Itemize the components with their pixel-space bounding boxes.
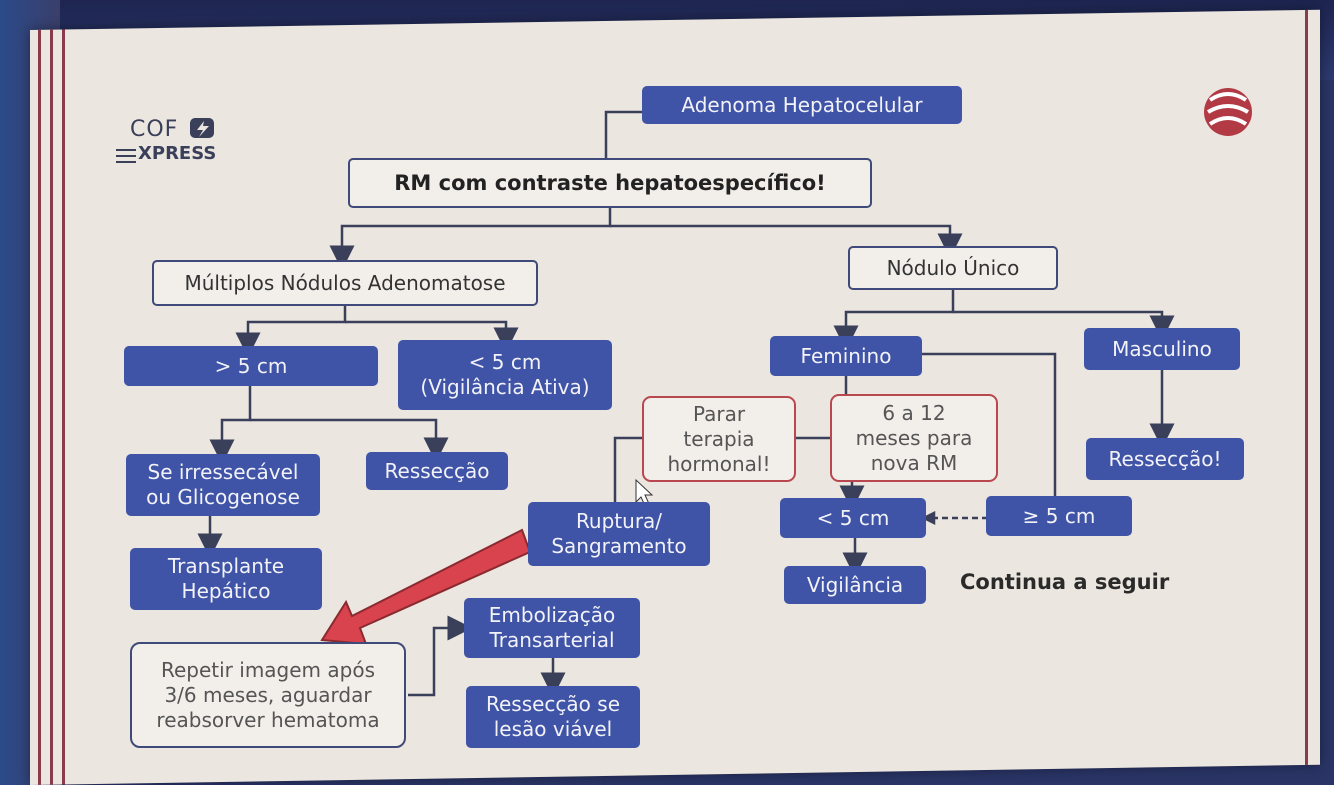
node-resseccao-right-label: Ressecção! — [1108, 446, 1222, 471]
node-vigilancia: Vigilância — [784, 566, 926, 604]
node-repetir-label: Repetir imagem após — [160, 657, 376, 682]
node-unico-label: Nódulo Único — [886, 255, 1020, 280]
node-feminino: Feminino — [770, 336, 922, 376]
lightning-icon — [190, 118, 214, 138]
node-ge5-label: ≥ 5 cm — [1022, 503, 1096, 528]
node-sangramento-label: Sangramento — [551, 534, 687, 558]
node-gt5: > 5 cm — [124, 346, 378, 386]
node-meses-para-label: meses para — [855, 425, 973, 450]
node-lt5-fem: < 5 cm — [780, 498, 926, 538]
node-ruptura-label: Ruptura/ — [575, 509, 663, 533]
node-transarterial-label: Transarterial — [489, 628, 615, 652]
node-gt5-label: > 5 cm — [214, 353, 288, 378]
node-vigilancia-label: Vigilância — [806, 572, 904, 597]
node-vigilancia-ativa-label: (Vigilância Ativa) — [420, 375, 590, 399]
node-irressecavel-label: Se irressecável — [147, 460, 299, 484]
node-meses: 6 a 12 meses para nova RM — [830, 394, 998, 482]
node-rm-label: RM com contraste hepatoespecífico! — [394, 170, 826, 195]
node-lt5-vigilancia: < 5 cm (Vigilância Ativa) — [398, 340, 612, 410]
node-lt5-label: < 5 cm — [468, 350, 542, 374]
node-hormonal-label: hormonal! — [667, 451, 771, 476]
speed-lines-icon — [116, 149, 136, 163]
node-hepatico-label: Hepático — [181, 579, 271, 603]
node-embolizacao: Embolização Transarterial — [464, 598, 640, 658]
node-resseccao-right: Ressecção! — [1086, 438, 1244, 480]
node-lt5-fem-label: < 5 cm — [816, 505, 890, 530]
node-hematoma-label: reabsorver hematoma — [156, 707, 380, 732]
node-repetir: Repetir imagem após 3/6 meses, aguardar … — [130, 642, 406, 748]
node-terapia-label: terapia — [683, 426, 755, 451]
node-masculino-label: Masculino — [1112, 336, 1212, 361]
node-meses-aguardar-label: 3/6 meses, aguardar — [164, 682, 372, 707]
continua-note: Continua a seguir — [960, 570, 1170, 594]
node-meses-label: 6 a 12 — [882, 400, 946, 425]
node-nova-rm-label: nova RM — [870, 450, 958, 475]
node-ge5: ≥ 5 cm — [986, 496, 1132, 536]
node-multiplos-label: Múltiplos Nódulos Adenomatose — [184, 270, 506, 295]
node-irressecavel: Se irressecável ou Glicogenose — [126, 454, 320, 516]
node-unico: Nódulo Único — [848, 246, 1058, 290]
node-resseccao-se-label: Ressecção se — [485, 692, 620, 716]
logo-text: COF — [130, 117, 179, 142]
node-feminino-label: Feminino — [800, 343, 892, 368]
node-rm: RM com contraste hepatoespecífico! — [348, 158, 872, 208]
node-resseccao-left-label: Ressecção — [384, 458, 490, 483]
node-embolizacao-label: Embolização — [488, 603, 616, 627]
node-root-label: Adenoma Hepatocelular — [681, 92, 923, 117]
node-transplante-label: Transplante — [167, 554, 285, 578]
node-multiplos: Múltiplos Nódulos Adenomatose — [152, 260, 538, 306]
node-transplante: Transplante Hepático — [130, 548, 322, 610]
node-masculino: Masculino — [1084, 328, 1240, 370]
logo-subtext: XPRESS — [138, 143, 217, 164]
node-parar: Parar terapia hormonal! — [642, 396, 796, 482]
node-resseccao-left: Ressecção — [366, 452, 508, 490]
node-parar-label: Parar — [692, 401, 746, 426]
node-glicogenose-label: ou Glicogenose — [146, 485, 300, 509]
node-resseccao-viavel: Ressecção se lesão viável — [466, 686, 640, 748]
brand-logo-icon — [1204, 88, 1252, 136]
node-root: Adenoma Hepatocelular — [642, 86, 962, 124]
node-lesao-viavel-label: lesão viável — [493, 717, 613, 741]
node-ruptura: Ruptura/ Sangramento — [528, 502, 710, 566]
